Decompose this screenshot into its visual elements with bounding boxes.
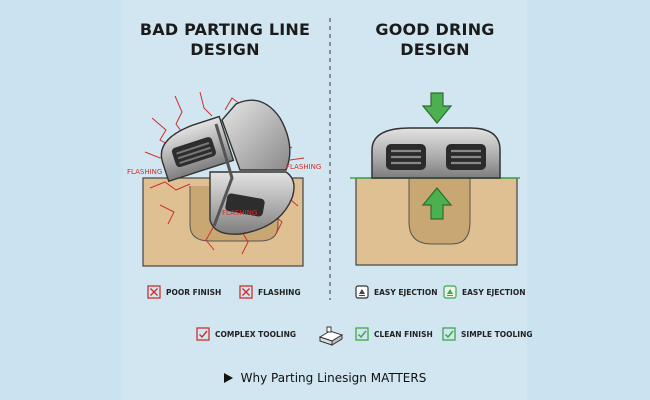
right-title: GOOD DRING DESIGN xyxy=(340,20,530,60)
right-title-line1: GOOD DRING xyxy=(375,20,495,39)
red-x-icon xyxy=(147,285,161,299)
complex-tooling-label: COMPLEX TOOLING xyxy=(215,330,297,339)
left-title-line2: DESIGN xyxy=(190,40,260,59)
left-title: BAD PARTING LINE DESIGN xyxy=(130,20,320,60)
clean-finish-label: CLEAN FINISH xyxy=(374,330,433,339)
green-ejection-icon xyxy=(443,285,457,299)
footer-caption: Why Parting Linesign MATTERS xyxy=(0,371,650,385)
flash-label: FLASHING xyxy=(286,163,322,171)
left-title-line1: BAD PARTING LINE xyxy=(139,20,311,39)
poor-finish-label: POOR FINISH xyxy=(166,288,222,297)
green-check-icon xyxy=(355,327,369,341)
red-x-icon xyxy=(239,285,253,299)
right-title-line2: DESIGN xyxy=(400,40,470,59)
footer-text: Why Parting Linesign MATTERS xyxy=(240,371,427,385)
ejection-icon xyxy=(355,285,369,299)
tooling-block-icon xyxy=(318,326,344,346)
easy-ejection-label: EASY EJECTION xyxy=(374,288,438,297)
easy-ejection-label-2: EASY EJECTION xyxy=(462,288,526,297)
play-triangle-icon xyxy=(223,373,233,383)
simple-tooling-label: SIMPLE TOOLING xyxy=(461,330,533,339)
flash-label: FLASHING xyxy=(222,209,258,217)
green-check-icon xyxy=(442,327,456,341)
down-arrow-icon xyxy=(421,92,453,124)
flashing-label: FLASHING xyxy=(258,288,301,297)
broken-vent-housing xyxy=(160,99,295,235)
flash-label: FLASHING xyxy=(127,168,163,176)
up-arrow-icon xyxy=(421,187,453,220)
vent-housing xyxy=(371,127,501,179)
red-check-icon xyxy=(196,327,210,341)
